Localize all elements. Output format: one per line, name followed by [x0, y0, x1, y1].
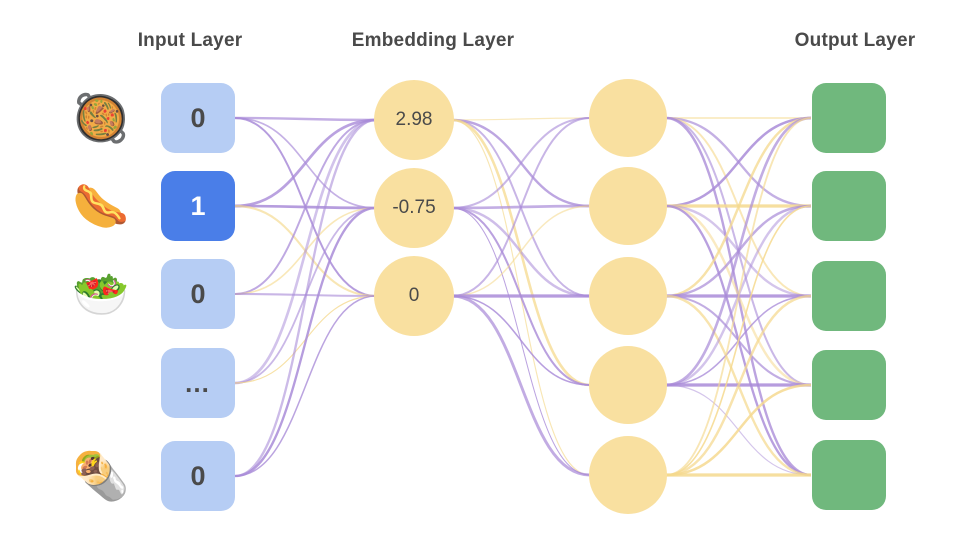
output-node[interactable]: [812, 83, 886, 153]
embedding-node[interactable]: 2.98: [374, 80, 454, 160]
connection-edge: [234, 118, 377, 208]
connection-edge: [234, 119, 377, 295]
connection-edge: [665, 116, 812, 387]
output-node[interactable]: [812, 350, 886, 420]
connection-edge: [234, 206, 377, 478]
embedding-node[interactable]: 0: [374, 256, 454, 336]
layer-title: Embedding Layer: [351, 30, 515, 51]
connection-edge: [234, 118, 377, 478]
connection-edge: [665, 383, 812, 477]
hot-pot-bowl-icon: 🥘: [72, 92, 130, 144]
connection-edge: [451, 117, 591, 297]
input-node[interactable]: 0: [161, 441, 235, 511]
connection-edge: [234, 295, 377, 477]
hot-dog-icon: 🌭: [72, 180, 130, 232]
layer-title: Output Layer: [794, 30, 916, 51]
output-node[interactable]: [812, 261, 886, 331]
hidden-node[interactable]: [589, 436, 667, 514]
connection-edge: [665, 116, 812, 298]
input-node[interactable]: 1: [161, 171, 235, 241]
connection-edge: [234, 116, 377, 122]
connection-edge: [451, 116, 591, 210]
connection-edge: [665, 294, 812, 477]
green-salad-icon: 🥗: [72, 268, 130, 320]
embedding-node[interactable]: -0.75: [374, 168, 454, 248]
burrito-icon: 🌯: [72, 450, 130, 502]
output-node[interactable]: [812, 171, 886, 241]
hidden-node[interactable]: [589, 257, 667, 335]
hidden-node[interactable]: [589, 346, 667, 424]
input-node[interactable]: 0: [161, 259, 235, 329]
connection-edge: [665, 117, 812, 476]
hidden-node[interactable]: [589, 79, 667, 157]
output-node[interactable]: [812, 440, 886, 510]
connection-edge: [451, 294, 591, 477]
connection-edge: [451, 117, 591, 121]
hidden-node[interactable]: [589, 167, 667, 245]
layer-title: Input Layer: [137, 30, 243, 51]
connection-edge: [451, 205, 591, 297]
connection-edge: [665, 205, 812, 476]
connection-edge: [234, 118, 377, 385]
connection-edge: [665, 116, 812, 208]
input-node[interactable]: 0: [161, 83, 235, 153]
input-node[interactable]: …: [161, 348, 235, 418]
connection-edge: [451, 295, 591, 386]
